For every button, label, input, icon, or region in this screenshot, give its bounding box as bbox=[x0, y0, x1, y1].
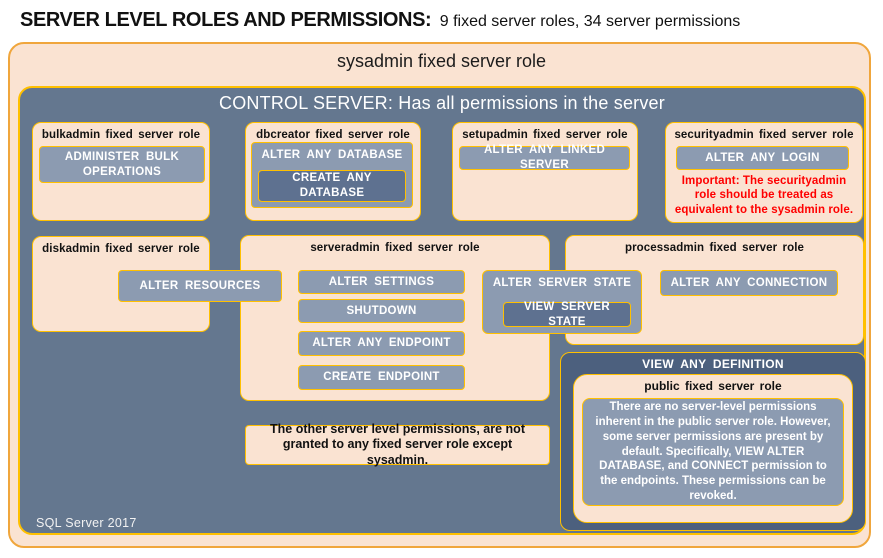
page-title-main: SERVER LEVEL ROLES AND PERMISSIONS: bbox=[20, 9, 432, 31]
control-server-label: CONTROL SERVER: Has all permissions in t… bbox=[219, 93, 665, 113]
dbcreator-role-label: dbcreator fixed server role bbox=[256, 129, 410, 141]
permission-view-any-definition-box: VIEW ANY DEFINITION public fixed server … bbox=[560, 352, 866, 531]
permission-view-any-definition-label: VIEW ANY DEFINITION bbox=[642, 357, 784, 371]
permission-create-any-database: CREATE ANY DATABASE bbox=[258, 170, 406, 202]
page-title: SERVER LEVEL ROLES AND PERMISSIONS: 9 fi… bbox=[20, 9, 740, 32]
sql-server-version-label: SQL Server 2017 bbox=[36, 516, 137, 530]
page-title-subtitle: 9 fixed server roles, 34 server permissi… bbox=[439, 13, 741, 30]
permission-alter-any-linked-server: ALTER ANY LINKED SERVER bbox=[459, 144, 630, 171]
permission-alter-settings: ALTER SETTINGS bbox=[298, 270, 465, 294]
permission-alter-resources: ALTER RESOURCES bbox=[118, 270, 282, 302]
setupadmin-role-label: setupadmin fixed server role bbox=[462, 129, 628, 141]
permission-alter-any-database-label: ALTER ANY DATABASE bbox=[261, 149, 403, 161]
diskadmin-role-box: diskadmin fixed server role bbox=[32, 236, 210, 332]
permission-alter-server-state: ALTER SERVER STATE VIEW SERVER STATE bbox=[482, 270, 642, 334]
setupadmin-role-box: setupadmin fixed server role bbox=[452, 122, 638, 221]
permission-alter-any-database: ALTER ANY DATABASE CREATE ANY DATABASE bbox=[251, 142, 413, 208]
permission-alter-server-state-label: ALTER SERVER STATE bbox=[492, 277, 632, 289]
other-permissions-note: The other server level permissions, are … bbox=[245, 422, 550, 467]
securityadmin-role-box: securityadmin fixed server role bbox=[665, 122, 863, 223]
public-role-note: There are no server-level permissions in… bbox=[582, 398, 844, 506]
serveradmin-role-label: serveradmin fixed server role bbox=[310, 242, 480, 254]
permission-view-server-state: VIEW SERVER STATE bbox=[503, 301, 631, 328]
permission-alter-any-endpoint: ALTER ANY ENDPOINT bbox=[298, 331, 465, 356]
sysadmin-role-label: sysadmin fixed server role bbox=[336, 51, 547, 71]
permission-create-endpoint: CREATE ENDPOINT bbox=[298, 365, 465, 390]
permission-alter-any-connection: ALTER ANY CONNECTION bbox=[660, 270, 838, 296]
permission-shutdown: SHUTDOWN bbox=[298, 299, 465, 323]
securityadmin-warning-note: Important: The securityadmin role should… bbox=[674, 175, 854, 216]
bulkadmin-role-label: bulkadmin fixed server role bbox=[41, 129, 201, 141]
diskadmin-role-label: diskadmin fixed server role bbox=[42, 243, 200, 255]
processadmin-role-label: processadmin fixed server role bbox=[624, 242, 805, 254]
permission-administer-bulk-operations: ADMINISTER BULK OPERATIONS bbox=[39, 146, 205, 183]
public-role-label: public fixed server role bbox=[644, 379, 782, 393]
permission-alter-any-login: ALTER ANY LOGIN bbox=[676, 146, 849, 170]
public-role-box: public fixed server role There are no se… bbox=[573, 374, 853, 523]
securityadmin-role-label: securityadmin fixed server role bbox=[674, 129, 854, 141]
